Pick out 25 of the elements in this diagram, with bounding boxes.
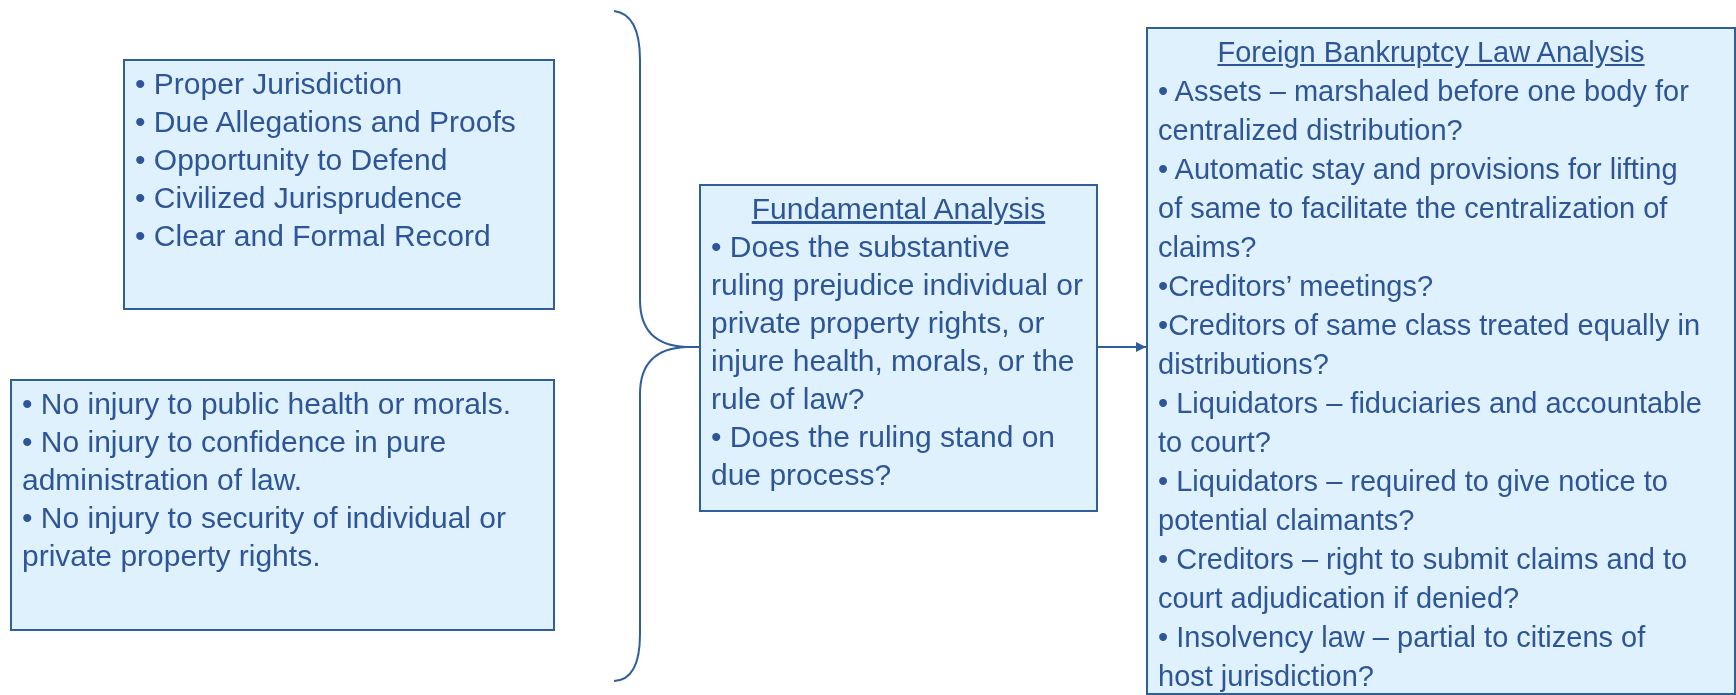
bullet-item: • No injury to security of individual or private property rights. <box>22 500 508 574</box>
text-box <box>1146 27 1736 695</box>
bullet-item: • Clear and Formal Record <box>135 218 492 254</box>
bullet-item: • Opportunity to Defend <box>135 142 449 178</box>
text-box <box>699 184 1098 512</box>
bullet-item: • Insolvency law – partial to citizens of host jurisdiction? <box>1158 620 1647 694</box>
box-heading: Fundamental Analysis <box>750 191 1047 227</box>
text-box <box>123 59 555 310</box>
bullet-item: •Creditors’ meetings? <box>1158 269 1435 304</box>
bullet-item: • Proper Jurisdiction <box>135 66 404 102</box>
bullet-item: • No injury to confidence in pure administration of law. <box>22 424 448 498</box>
arrow <box>1097 342 1147 352</box>
box-heading: Foreign Bankruptcy Law Analysis <box>1216 35 1646 70</box>
bullet-item: • Liquidators – required to give notice to potential claimants? <box>1158 464 1669 538</box>
bullet-item: • Civilized Jurisprudence <box>135 180 464 216</box>
text-box <box>10 379 555 631</box>
bullet-item: • Automatic stay and provisions for lifting of same to facilitate the centralization of claims? <box>1158 152 1679 265</box>
bullet-item: • Creditors – right to submit claims and to court adjudication if denied? <box>1158 542 1689 616</box>
bullet-item: • Due Allegations and Proofs <box>135 104 517 140</box>
bullet-item: • No injury to public health or morals. <box>22 386 513 422</box>
bullet-item: •Creditors of same class treated equally in distributions? <box>1158 308 1702 382</box>
bullet-item: • Liquidators – fiduciaries and accountable to court? <box>1158 386 1703 460</box>
bullet-item: • Does the ruling stand on due process? <box>711 419 1057 493</box>
bullet-item: • Assets – marshaled before one body for centralized distribution? <box>1158 74 1690 148</box>
bullet-item: • Does the substantive ruling prejudice individual or private property rights, or injure health, morals, or the rule of law? <box>711 229 1084 417</box>
